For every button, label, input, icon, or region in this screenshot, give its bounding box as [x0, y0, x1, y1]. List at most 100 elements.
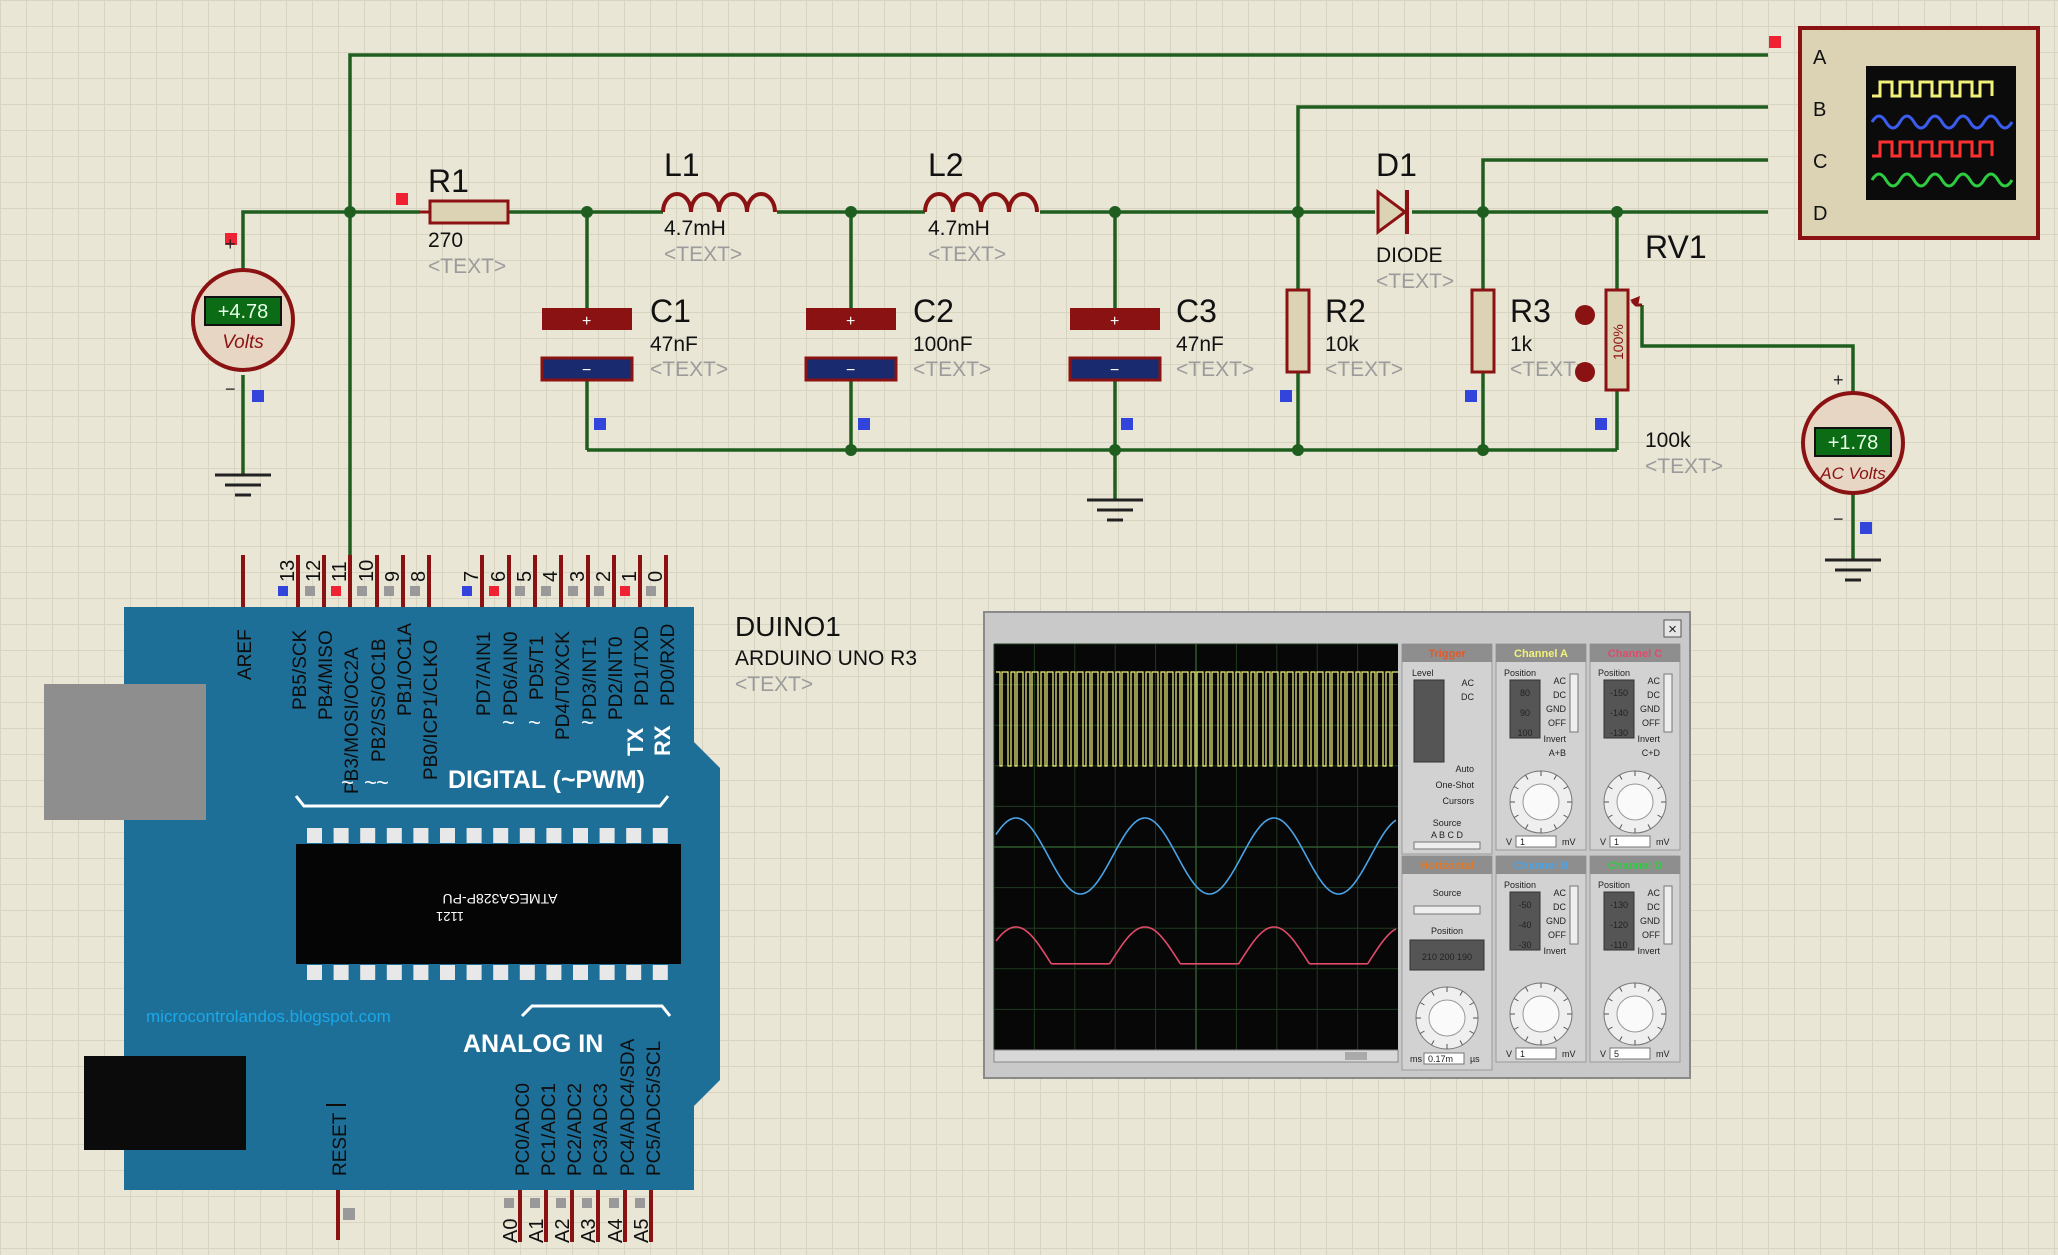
trigger-auto[interactable]: Auto	[1455, 764, 1474, 774]
coupling-option[interactable]: DC	[1553, 902, 1566, 912]
inductor-l2[interactable]: L2 4.7mH <TEXT>	[923, 147, 1039, 266]
arduino-board[interactable]: 13 12 11 10 9 8 7 6 5 4 3 2 1 0 AREF PB5…	[44, 555, 917, 1243]
wiper-down-button[interactable]	[1575, 362, 1595, 382]
pin-number: 6	[488, 571, 510, 582]
junction-dot	[344, 206, 356, 218]
resistor-r2[interactable]: R2 10k <TEXT>	[1285, 288, 1403, 381]
trigger-one-shot[interactable]: One-Shot	[1435, 780, 1474, 790]
diode-d1[interactable]: D1 DIODE <TEXT>	[1376, 147, 1454, 293]
ground-icon	[1087, 498, 1143, 522]
trigger-cursors[interactable]: Cursors	[1442, 796, 1474, 806]
junction-dot	[1292, 206, 1304, 218]
invert-label[interactable]: Invert	[1637, 734, 1660, 744]
rv1-ref: RV1	[1645, 229, 1707, 265]
trace-a-icon	[1872, 80, 1994, 98]
trigger-source-options[interactable]: A B C D	[1431, 830, 1464, 840]
channel-c-panel-volts-field[interactable]	[1609, 835, 1651, 848]
dc-voltmeter[interactable]: +4.78 Volts + −	[191, 234, 295, 399]
coupling-option[interactable]: OFF	[1642, 930, 1660, 940]
horizontal-position-slider[interactable]	[1409, 939, 1485, 971]
digital-header: DIGITAL (~PWM)	[448, 766, 645, 794]
rv1-text: <TEXT>	[1645, 455, 1723, 478]
ac-voltmeter[interactable]: +1.78 AC Volts + −	[1801, 370, 1905, 529]
unit-mv: mV	[1562, 837, 1576, 847]
scrollbar-thumb[interactable]	[1345, 1052, 1367, 1060]
channel-a-panel-volts-field[interactable]	[1515, 835, 1557, 848]
trigger-ac[interactable]: AC	[1461, 678, 1474, 688]
scope-horizontal-scrollbar[interactable]	[993, 1049, 1399, 1063]
channel-a-panel-position-slider[interactable]	[1509, 679, 1541, 739]
trigger-level-label: Level	[1412, 668, 1434, 678]
channel-b-panel-volts-field[interactable]	[1515, 1047, 1557, 1060]
combine-label[interactable]: A+B	[1549, 748, 1566, 758]
coupling-option[interactable]: GND	[1640, 916, 1661, 926]
capacitor-c3[interactable]: + − C3 47nF <TEXT>	[1068, 293, 1254, 382]
coupling-option[interactable]: GND	[1640, 704, 1661, 714]
chip-label: ATMEGA328P-PU	[443, 891, 558, 907]
channel-b-panel-coupling-switch[interactable]	[1569, 885, 1579, 945]
pin-name: PD7/AIN1	[474, 632, 495, 716]
potentiometer-rv1[interactable]: 100% RV1 100k <TEXT>	[1575, 229, 1723, 478]
trigger-level-slider[interactable]	[1413, 679, 1445, 763]
position-tick: 90	[1520, 708, 1530, 718]
timebase-field[interactable]	[1423, 1052, 1465, 1065]
capacitor-c2[interactable]: + − C2 100nF <TEXT>	[804, 293, 991, 382]
trigger-source-slider[interactable]	[1413, 841, 1481, 850]
coupling-option[interactable]: DC	[1647, 690, 1660, 700]
coupling-option[interactable]: DC	[1647, 902, 1660, 912]
coupling-option[interactable]: AC	[1553, 888, 1566, 898]
channel-a-panel-coupling-switch[interactable]	[1569, 673, 1579, 733]
unit-v: V	[1506, 837, 1512, 847]
chip-pin	[546, 828, 562, 843]
invert-label[interactable]: Invert	[1637, 946, 1660, 956]
coupling-option[interactable]: AC	[1647, 676, 1660, 686]
invert-label[interactable]: Invert	[1543, 946, 1566, 956]
resistor-body	[1470, 288, 1496, 374]
invert-label[interactable]: Invert	[1543, 734, 1566, 744]
oscilloscope-symbol[interactable]: A B C D	[1798, 26, 2040, 240]
coupling-option[interactable]: OFF	[1642, 718, 1660, 728]
coupling-option[interactable]: AC	[1553, 676, 1566, 686]
coupling-option[interactable]: OFF	[1548, 930, 1566, 940]
pwm-mark: ~	[376, 770, 389, 795]
probe-marker	[225, 233, 237, 245]
probe-marker	[858, 418, 870, 430]
coupling-option[interactable]: GND	[1546, 916, 1567, 926]
channel-d-panel-position-slider[interactable]	[1603, 891, 1635, 951]
trigger-dc[interactable]: DC	[1461, 692, 1474, 702]
c3-text: <TEXT>	[1176, 358, 1254, 381]
chip-pin	[573, 965, 588, 980]
pin-name: AREF	[235, 629, 256, 680]
r2-ref: R2	[1325, 293, 1366, 329]
l2-value: 4.7mH	[928, 217, 990, 240]
channel-c-panel-coupling-switch[interactable]	[1663, 673, 1673, 733]
capacitor-c1[interactable]: + − C1 47nF <TEXT>	[540, 293, 728, 382]
junction-dot	[845, 206, 857, 218]
power-jack	[84, 1056, 246, 1150]
wiper-up-button[interactable]	[1575, 305, 1595, 325]
resistor-r3[interactable]: R3 1k <TEXT>	[1470, 288, 1588, 381]
horizontal-source-slider[interactable]	[1413, 905, 1481, 915]
pin-name: PB0/ICP1/CLKO	[421, 640, 442, 780]
close-button[interactable]	[1663, 619, 1682, 638]
resistor-r1[interactable]: R1 270 <TEXT>	[420, 163, 510, 278]
arduino-ref: DUINO1	[735, 611, 841, 642]
pin-name: PB3/MOSI/OC2A	[342, 647, 363, 794]
combine-label[interactable]: C+D	[1642, 748, 1661, 758]
coupling-option[interactable]: AC	[1647, 888, 1660, 898]
trigger-panel-title: Trigger	[1428, 648, 1466, 660]
coupling-option[interactable]: OFF	[1548, 718, 1566, 728]
channel-b-panel-position-slider[interactable]	[1509, 891, 1541, 951]
channel-c-panel-position-slider[interactable]	[1603, 679, 1635, 739]
channel-d-panel-volts-field[interactable]	[1609, 1047, 1651, 1060]
coupling-option[interactable]: DC	[1553, 690, 1566, 700]
pin-name: PD3/INT1	[580, 637, 601, 720]
junction-dot	[1109, 444, 1121, 456]
channel-d-panel-coupling-switch[interactable]	[1663, 885, 1673, 945]
chip-pin	[652, 965, 668, 980]
trace-b-icon	[1870, 114, 2014, 130]
inductor-l1[interactable]: L1 4.7mH <TEXT>	[661, 147, 777, 266]
pin-label: A1	[526, 1219, 548, 1243]
oscilloscope-window[interactable]: × TriggerLevelACDCAutoOne-ShotCursorsSou…	[983, 611, 1691, 1079]
coupling-option[interactable]: GND	[1546, 704, 1567, 714]
